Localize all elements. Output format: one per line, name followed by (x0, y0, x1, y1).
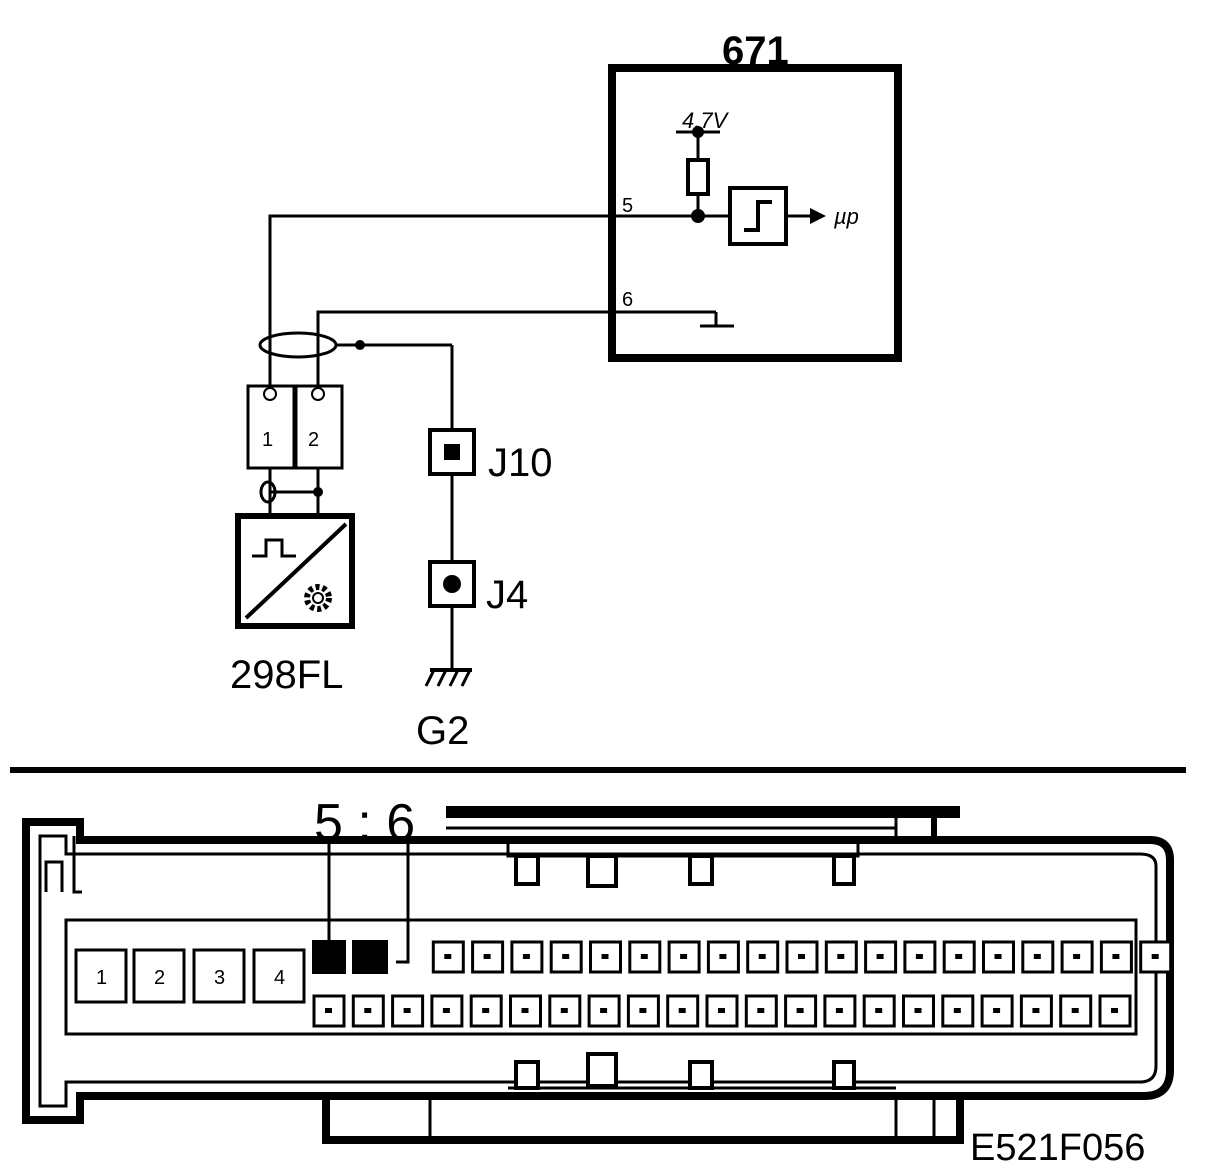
callout-leader-6 (396, 844, 410, 964)
signal-wires (258, 214, 612, 430)
ecu-internal-ground (612, 310, 734, 328)
figure-reference: E521F056 (970, 1127, 1145, 1169)
signal-pin (744, 994, 778, 1028)
signal-pin-marker (403, 1008, 411, 1013)
signal-pin-marker (600, 1008, 608, 1013)
signal-pin-marker (483, 954, 491, 959)
signal-pin-marker (444, 954, 452, 959)
signal-pin (469, 994, 503, 1028)
junction-label-j4: J4 (486, 573, 528, 617)
ecu-label: 671 (722, 29, 789, 73)
ecu-supply-voltage: 4.7V (682, 108, 730, 133)
gear-icon (304, 584, 332, 612)
sensor-label: 298FL (230, 653, 343, 697)
signal-pin-marker (993, 1008, 1001, 1013)
signal-pin (746, 940, 780, 974)
signal-pin-marker (914, 1008, 922, 1013)
wheel-speed-sensor: 298FL (230, 513, 355, 697)
ecu-671: 671 5 6 4.7V µp (608, 29, 902, 362)
junction-label-j10: J10 (488, 441, 553, 485)
pullup-resistor (676, 126, 720, 223)
signal-pin-marker (1033, 954, 1041, 959)
power-pin-label: 1 (96, 967, 107, 989)
signal-pin-marker (639, 1008, 647, 1013)
signal-pin-marker (1151, 954, 1159, 959)
signal-pin-marker (718, 1008, 725, 1013)
signal-pin-marker (522, 954, 530, 959)
signal-pin-marker (1071, 1008, 1079, 1013)
signal-pin-marker (994, 954, 1002, 959)
signal-pin-marker (521, 1008, 529, 1013)
bottom-latches (514, 1052, 856, 1090)
signal-pin (706, 940, 740, 974)
signal-pin (902, 994, 935, 1028)
plug-connector-view: 1 2 3 4 5 : 6 E521F056 (22, 794, 1174, 1169)
signal-pin-marker (678, 1008, 686, 1013)
signal-pin-marker (325, 1008, 332, 1013)
ground-label: G2 (416, 709, 469, 753)
signal-pin-marker (757, 1008, 765, 1013)
signal-pin-marker (1032, 1008, 1040, 1013)
pin-6-highlight (352, 940, 388, 974)
pin-5-highlight (312, 940, 346, 974)
power-pins: 1 2 3 4 (74, 948, 306, 1004)
signal-pin (430, 994, 464, 1028)
junction-j10: J10 (428, 428, 553, 485)
top-latches (506, 840, 860, 888)
ecu-pin-signal: 5 (622, 195, 633, 217)
ecu-pin-ground: 6 (622, 289, 633, 311)
connector-pin-2: 2 (308, 429, 319, 451)
signal-pin-marker (560, 1008, 568, 1013)
signal-pin-marker (796, 1008, 804, 1013)
signal-pin (942, 940, 976, 974)
signal-pin-marker (953, 1008, 961, 1013)
signal-pin-marker (719, 954, 727, 959)
connector-pin-1: 1 (262, 429, 273, 451)
pin-callout: 5 : 6 (314, 794, 415, 852)
signal-pin-marker (875, 1008, 883, 1013)
signal-pin-marker (1073, 954, 1081, 959)
signal-pin (705, 994, 739, 1028)
sensor-connector: 1 2 (246, 384, 344, 516)
junction-j4: J4 (428, 560, 528, 617)
signal-pin-marker (364, 1008, 372, 1013)
power-pin-label: 3 (214, 967, 225, 989)
ecu-output: µp (833, 204, 859, 229)
signal-pin-marker (837, 954, 845, 959)
signal-pin-grid (312, 940, 1173, 1028)
signal-pin-marker (482, 1008, 490, 1013)
ground-g2: G2 (416, 668, 472, 753)
signal-pin-marker (562, 954, 570, 959)
signal-pin-marker (798, 954, 805, 959)
signal-pin (1059, 994, 1093, 1028)
power-pin-label: 4 (274, 967, 285, 989)
signal-pin-marker (955, 954, 963, 959)
signal-pin-marker (680, 954, 688, 959)
signal-pin-marker (442, 1008, 450, 1013)
signal-pin-marker (640, 954, 648, 959)
signal-pin-marker (758, 954, 766, 959)
signal-pin (785, 940, 819, 974)
signal-pin-marker (915, 954, 923, 959)
signal-pin-marker (876, 954, 884, 959)
signal-pin-marker (601, 954, 609, 959)
schmitt-trigger (728, 186, 826, 246)
signal-pin-marker (1112, 954, 1120, 959)
signal-pin (941, 994, 975, 1028)
power-pin-label: 2 (154, 967, 165, 989)
signal-pin-marker (835, 1008, 843, 1013)
signal-pin-marker (1111, 1008, 1118, 1013)
